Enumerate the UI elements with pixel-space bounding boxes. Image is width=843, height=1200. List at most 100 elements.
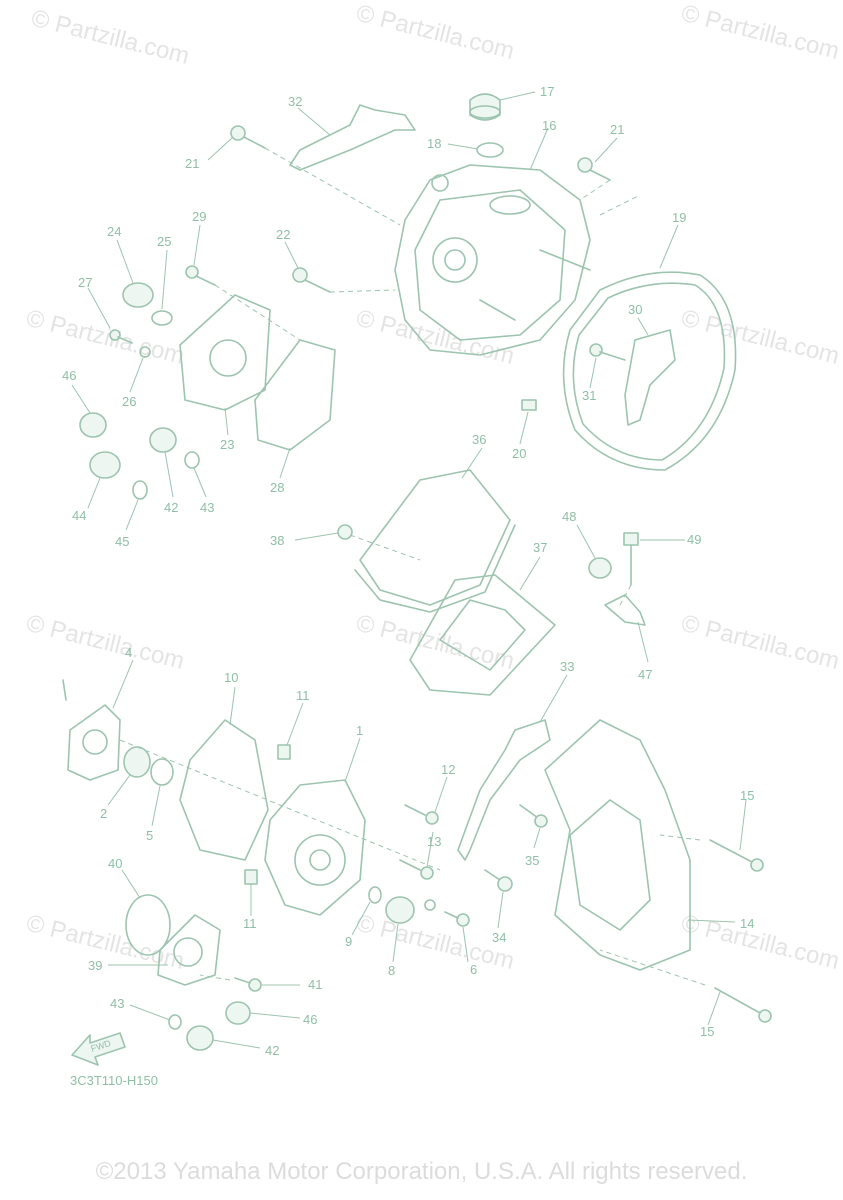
plug-24 [122, 282, 154, 308]
sprocket-cover-14 [544, 719, 691, 971]
o-ring-18 [476, 142, 504, 158]
watermark: © Partzilla.com [679, 305, 842, 370]
callout-47: 47 [638, 667, 652, 682]
callout-6: 6 [470, 962, 477, 977]
bracket-32 [289, 104, 416, 171]
oil-filler-cap [469, 93, 501, 121]
oil-filler-cap-rim [469, 105, 501, 119]
plug-42-bottom [186, 1025, 214, 1051]
bolt-22 [292, 267, 331, 293]
cover-23-boss [209, 339, 247, 377]
generator-cover-1-center [309, 849, 331, 871]
callout-44: 44 [72, 508, 86, 523]
callout-26: 26 [122, 394, 136, 409]
o-ring-43-bottom [168, 1014, 182, 1030]
callout-38: 38 [270, 533, 284, 548]
callout-labels: 1 2 4 5 6 8 9 10 11 11 12 13 14 15 15 16… [62, 84, 754, 1058]
watermark: © Partzilla.com [679, 610, 842, 675]
plug-46-bottom [225, 1001, 251, 1025]
gasket-37-inner [439, 599, 526, 671]
callout-5: 5 [146, 828, 153, 843]
o-ring-40 [125, 894, 171, 956]
callout-16: 16 [542, 118, 556, 133]
bolt-49 [623, 532, 639, 586]
pin-fastener [62, 679, 67, 701]
callout-15-top: 15 [740, 788, 754, 803]
washer-26 [139, 346, 151, 358]
callout-22: 22 [276, 227, 290, 242]
diagram-code: 3C3T110-H150 [70, 1073, 158, 1088]
callout-29: 29 [192, 209, 206, 224]
callout-39: 39 [88, 958, 102, 973]
bolt-6 [444, 911, 470, 927]
cover-lug [431, 174, 449, 192]
callout-4: 4 [125, 645, 132, 660]
cover-boss [432, 237, 478, 283]
cover-rib [479, 299, 516, 321]
gasket-10 [179, 719, 269, 861]
crankcase-cover-inner [414, 189, 566, 341]
seal-5 [150, 758, 174, 786]
dowel-20 [521, 399, 537, 411]
forward-arrow-icon: FWD [71, 1032, 126, 1066]
watermark: © Partzilla.com [29, 5, 192, 70]
callout-17: 17 [540, 84, 554, 99]
callout-45: 45 [115, 534, 129, 549]
oil-pan-36 [359, 469, 511, 606]
dowel-11-bottom [244, 869, 258, 885]
callout-42-top: 42 [164, 500, 178, 515]
gasket-19 [562, 271, 737, 471]
plug-42 [149, 427, 177, 453]
callout-41: 41 [308, 977, 322, 992]
callout-32: 32 [288, 94, 302, 109]
construction-lines [119, 147, 706, 986]
plug-44 [89, 451, 121, 479]
washer-6 [424, 899, 436, 911]
callout-23: 23 [220, 437, 234, 452]
cover-boss-inner [444, 249, 466, 271]
callout-21-right: 21 [610, 122, 624, 137]
callout-36: 36 [472, 432, 486, 447]
dowel-11-top [277, 744, 291, 760]
callout-43-top: 43 [200, 500, 214, 515]
callout-1: 1 [356, 723, 363, 738]
callout-40: 40 [108, 856, 122, 871]
callout-35: 35 [525, 853, 539, 868]
callout-46-bottom: 46 [303, 1012, 317, 1027]
bolt-35 [519, 804, 548, 828]
o-ring-9 [368, 886, 382, 904]
callout-10: 10 [224, 670, 238, 685]
callout-31: 31 [582, 388, 596, 403]
gasket-19-inner [572, 282, 726, 461]
callout-11-bottom: 11 [243, 916, 257, 931]
bolt-13 [399, 859, 434, 880]
rotor-plate-4 [67, 704, 121, 781]
plate-30 [624, 329, 676, 426]
callout-13: 13 [427, 834, 441, 849]
watermark: © Partzilla.com [24, 305, 187, 370]
callout-18: 18 [427, 136, 441, 151]
callout-43-bottom: 43 [110, 996, 124, 1011]
bolt-27 [109, 329, 133, 344]
cover-39 [157, 914, 221, 986]
callout-46-top: 46 [62, 368, 76, 383]
bolt-29 [185, 265, 216, 286]
bolt-21-left [230, 125, 266, 149]
cover-shaft [539, 249, 591, 271]
guide-33 [457, 719, 551, 861]
callout-42-bottom: 42 [265, 1043, 279, 1058]
bolt-38 [337, 524, 353, 540]
bolt-12 [404, 804, 439, 825]
callout-28: 28 [270, 480, 284, 495]
callout-19: 19 [672, 210, 686, 225]
watermark: © Partzilla.com [679, 910, 842, 975]
generator-cover-1 [264, 779, 366, 916]
callout-11-top: 11 [296, 688, 310, 703]
callout-9: 9 [345, 934, 352, 949]
callout-34: 34 [492, 930, 506, 945]
o-ring-45 [132, 480, 148, 500]
generator-cover-1-hub [294, 834, 346, 886]
bolt-15-top [709, 839, 764, 872]
watermark: © Partzilla.com [354, 0, 517, 65]
